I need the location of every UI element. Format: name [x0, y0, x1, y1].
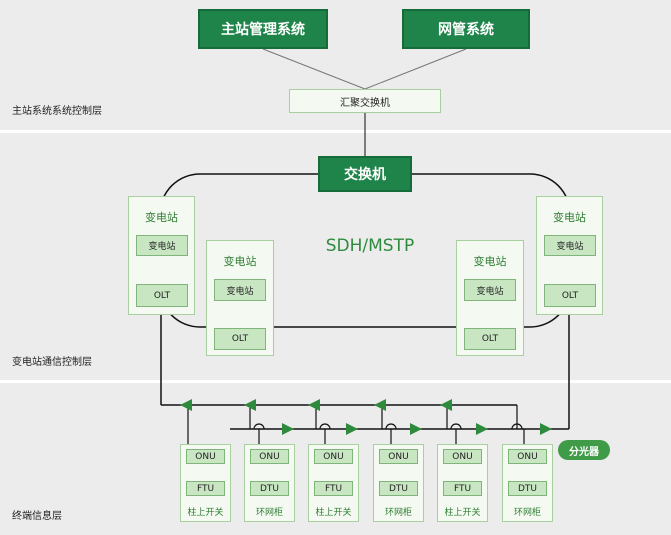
- device-box: DTU: [508, 481, 547, 496]
- onu-box: ONU: [443, 449, 482, 464]
- terminal-label: 柱上开关: [187, 508, 224, 518]
- terminal-label: 环网柜: [255, 508, 283, 518]
- onu-box: ONU: [250, 449, 289, 464]
- device-box: DTU: [379, 481, 418, 496]
- substation-inner-box: 变电站: [214, 279, 266, 301]
- layer-label-substation: 变电站通信控制层: [12, 357, 92, 368]
- substation-inner-box: 变电站: [544, 235, 596, 256]
- sdh-mstp-label: SDH/MSTP: [325, 236, 415, 256]
- substation-2: 变电站 变电站 OLT: [206, 240, 274, 356]
- terminal-5: ONU FTU 柱上开关: [437, 444, 488, 522]
- substation-title: 变电站: [473, 255, 507, 268]
- ring-switch-box: 交换机: [318, 156, 412, 192]
- substation-3: 变电站 变电站 OLT: [456, 240, 524, 356]
- device-box: FTU: [314, 481, 353, 496]
- device-box: FTU: [186, 481, 225, 496]
- aggregation-switch-box: 汇聚交换机: [289, 89, 441, 113]
- olt-box: OLT: [544, 284, 596, 307]
- master-system-box: 主站管理系统: [198, 9, 328, 49]
- substation-4: 变电站 变电站 OLT: [536, 196, 603, 315]
- olt-box: OLT: [464, 328, 516, 350]
- olt-box: OLT: [214, 328, 266, 350]
- layer-label-terminal: 终端信息层: [12, 511, 62, 522]
- olt-box: OLT: [136, 284, 188, 307]
- substation-inner-box: 变电站: [136, 235, 188, 256]
- substation-inner-box: 变电站: [464, 279, 516, 301]
- optical-splitter: 分光器: [558, 440, 610, 460]
- terminal-label: 环网柜: [513, 508, 541, 518]
- onu-box: ONU: [186, 449, 225, 464]
- onu-box: ONU: [379, 449, 418, 464]
- terminal-label: 柱上开关: [444, 508, 481, 518]
- device-box: DTU: [250, 481, 289, 496]
- layer-divider-1: [0, 130, 671, 133]
- terminal-6: ONU DTU 环网柜: [502, 444, 553, 522]
- substation-title: 变电站: [145, 211, 178, 224]
- onu-box: ONU: [314, 449, 353, 464]
- layer-divider-2: [0, 380, 671, 383]
- terminal-2: ONU DTU 环网柜: [244, 444, 295, 522]
- device-box: FTU: [443, 481, 482, 496]
- terminal-label: 环网柜: [384, 508, 412, 518]
- layer-label-master: 主站系统系统控制层: [12, 106, 102, 117]
- substation-1: 变电站 变电站 OLT: [128, 196, 195, 315]
- substation-title: 变电站: [553, 211, 586, 224]
- onu-box: ONU: [508, 449, 547, 464]
- terminal-1: ONU FTU 柱上开关: [180, 444, 231, 522]
- substation-title: 变电站: [223, 255, 257, 268]
- terminal-3: ONU FTU 柱上开关: [308, 444, 359, 522]
- aggregation-switch-label: 汇聚交换机: [340, 97, 390, 109]
- nms-box: 网管系统: [402, 9, 530, 49]
- terminal-label: 柱上开关: [315, 508, 352, 518]
- terminal-4: ONU DTU 环网柜: [373, 444, 424, 522]
